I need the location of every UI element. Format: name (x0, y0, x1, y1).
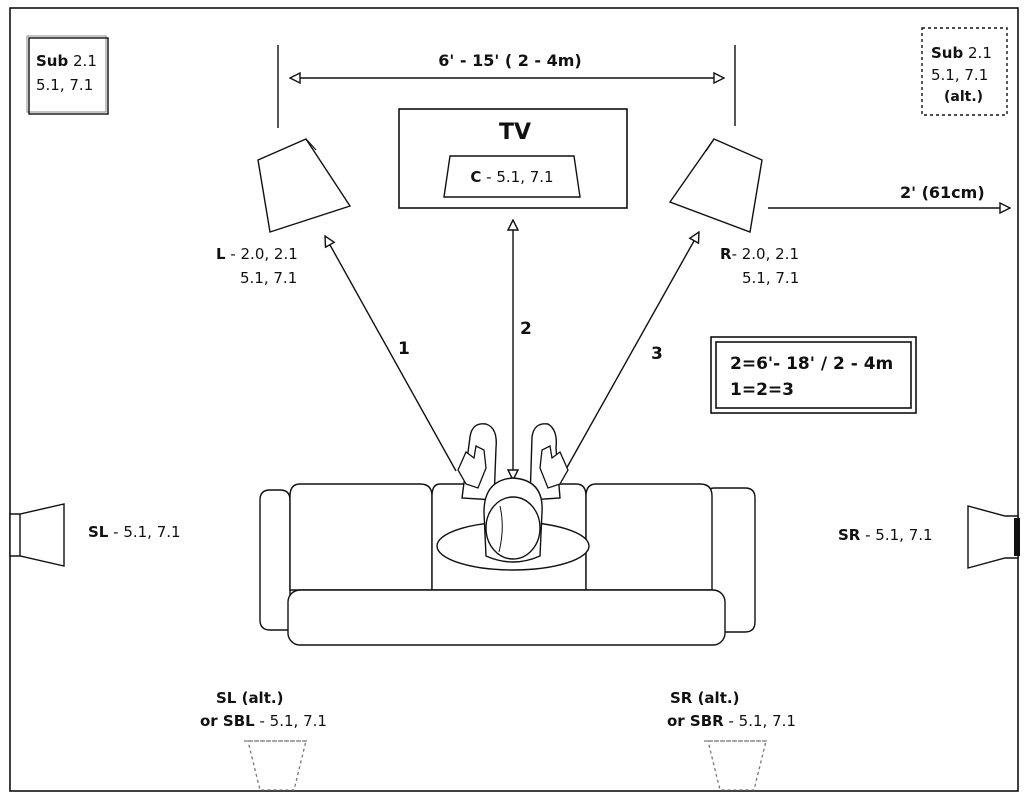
distance-label-3: 3 (651, 344, 663, 364)
arrow-left (325, 236, 457, 472)
surround-left-rest: - 5.1, 7.1 (108, 523, 180, 541)
center-speaker-rest: - 5.1, 7.1 (481, 168, 553, 186)
svg-text:R- 2.0, 2.1: R- 2.0, 2.1 (720, 245, 799, 263)
right-speaker-bold: R (720, 245, 732, 263)
svg-text:Sub 2.1: Sub 2.1 (931, 44, 992, 62)
listening-arrows: 1 2 3 (325, 220, 699, 480)
room-outline (9, 7, 1019, 792)
width-dimension: 6' - 15' ( 2 - 4m) (277, 45, 736, 128)
arrow-right (564, 232, 699, 472)
sub-alt-bold: Sub (931, 44, 963, 62)
width-dimension-label: 6' - 15' ( 2 - 4m) (438, 51, 581, 70)
surround-back-left: SL (alt.) or SBL - 5.1, 7.1 (200, 689, 327, 791)
wall-distance: 2' (61cm) (768, 183, 1010, 208)
svg-text:SL - 5.1, 7.1: SL - 5.1, 7.1 (88, 523, 181, 541)
surround-back-right-line1: SR (alt.) (670, 689, 739, 707)
center-speaker-bold: C (470, 168, 481, 186)
distance-label-1: 1 (398, 339, 410, 359)
svg-text:SR - 5.1, 7.1: SR - 5.1, 7.1 (838, 526, 933, 544)
svg-text:or SBL - 5.1, 7.1: or SBL - 5.1, 7.1 (200, 712, 327, 730)
surround-back-left-line1: SL (alt.) (216, 689, 283, 707)
sub-alt: Sub 2.1 5.1, 7.1 (alt.) (921, 27, 1008, 116)
right-front-speaker: R- 2.0, 2.1 5.1, 7.1 (668, 138, 799, 287)
surround-left-speaker: SL - 5.1, 7.1 (9, 503, 181, 567)
svg-text:L - 2.0, 2.1: L - 2.0, 2.1 (216, 245, 298, 263)
left-speaker-line2: 5.1, 7.1 (240, 269, 297, 287)
svg-text:C - 5.1, 7.1: C - 5.1, 7.1 (470, 168, 553, 186)
tv-title: TV (499, 120, 531, 145)
sub-front-left-line2: 5.1, 7.1 (36, 76, 93, 94)
formula-line1: 2=6'- 18' / 2 - 4m (730, 354, 893, 374)
surround-back-right-rest: - 5.1, 7.1 (724, 712, 796, 730)
distance-label-2: 2 (520, 319, 532, 339)
formula-line2: 1=2=3 (730, 380, 794, 400)
sub-alt-line2: 5.1, 7.1 (931, 66, 988, 84)
surround-back-left-rest: - 5.1, 7.1 (255, 712, 327, 730)
center-speaker (443, 155, 581, 198)
sub-front-left: Sub 2.1 5.1, 7.1 (26, 35, 109, 115)
right-speaker-line2: 5.1, 7.1 (742, 269, 799, 287)
surround-back-right: SR (alt.) or SBR - 5.1, 7.1 (667, 689, 796, 791)
left-front-speaker: L - 2.0, 2.1 5.1, 7.1 (216, 138, 352, 287)
formula-box: 2=6'- 18' / 2 - 4m 1=2=3 (710, 336, 917, 414)
sub-alt-line3: (alt.) (944, 89, 983, 105)
surround-back-left-speaker (247, 740, 307, 791)
sub-alt-line1: 2.1 (963, 44, 992, 62)
left-speaker-line1: - 2.0, 2.1 (226, 245, 298, 263)
sub-front-left-line1: 2.1 (68, 52, 97, 70)
sub-front-left-bold: Sub (36, 52, 68, 70)
surround-left-bold: SL (88, 523, 109, 541)
surround-right-bold: SR (838, 526, 861, 544)
tv: TV C - 5.1, 7.1 (398, 108, 628, 209)
surround-back-left-bold: or SBL (200, 712, 255, 730)
svg-text:or SBR - 5.1, 7.1: or SBR - 5.1, 7.1 (667, 712, 796, 730)
wall-distance-label: 2' (61cm) (900, 183, 985, 202)
right-speaker-line1: - 2.0, 2.1 (732, 245, 799, 263)
svg-text:Sub 2.1: Sub 2.1 (36, 52, 97, 70)
left-speaker-bold: L (216, 245, 226, 263)
surround-back-right-bold: or SBR (667, 712, 724, 730)
surround-right-speaker: SR - 5.1, 7.1 (838, 505, 1020, 569)
sofa (259, 483, 756, 646)
surround-back-right-speaker (707, 740, 767, 791)
listener (457, 423, 569, 563)
surround-right-rest: - 5.1, 7.1 (860, 526, 932, 544)
